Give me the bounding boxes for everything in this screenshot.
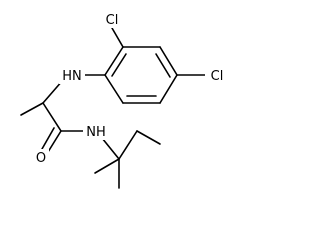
atom-carbonyl-o: O	[36, 151, 46, 166]
bond-ring-c3-c4	[159, 46, 178, 76]
bond-namide-cquat	[101, 137, 120, 160]
carbonyl-o-bg	[33, 149, 49, 166]
amide-nh-bg	[83, 123, 109, 140]
bond-ring-c6-c1	[104, 74, 124, 104]
atom-amide-nh: NH	[86, 125, 106, 140]
cl-right-bg	[205, 67, 229, 84]
bond-ch2-ch3	[136, 130, 161, 145]
bond-c-o-1	[47, 130, 62, 153]
molecule-structure: Cl Cl HN NH O	[20, 11, 229, 189]
bond-cquat-ch2	[118, 130, 138, 160]
bond-calpha-methyl	[20, 102, 44, 116]
atom-labels: Cl Cl HN NH O	[33, 11, 229, 166]
atom-cl-top: Cl	[106, 13, 119, 28]
bond-calpha-ccarbonyl	[42, 102, 62, 132]
bond-ring-c1-c2-inner	[111, 53, 127, 77]
atom-cl-right: Cl	[211, 69, 224, 84]
bonds	[20, 27, 206, 189]
amine-nh-bg	[59, 67, 85, 84]
bond-ring-c4-c5	[159, 74, 178, 104]
bond-cquat-methyl-left	[94, 158, 120, 174]
bond-ring-c3-c4-inner	[155, 53, 171, 78]
bond-c-o-2	[41, 127, 55, 150]
bond-c2-cl	[111, 27, 124, 48]
atom-amine-nh: HN	[62, 69, 82, 84]
cl-top-bg	[100, 11, 124, 28]
bond-ring-c1-c2	[104, 46, 124, 76]
